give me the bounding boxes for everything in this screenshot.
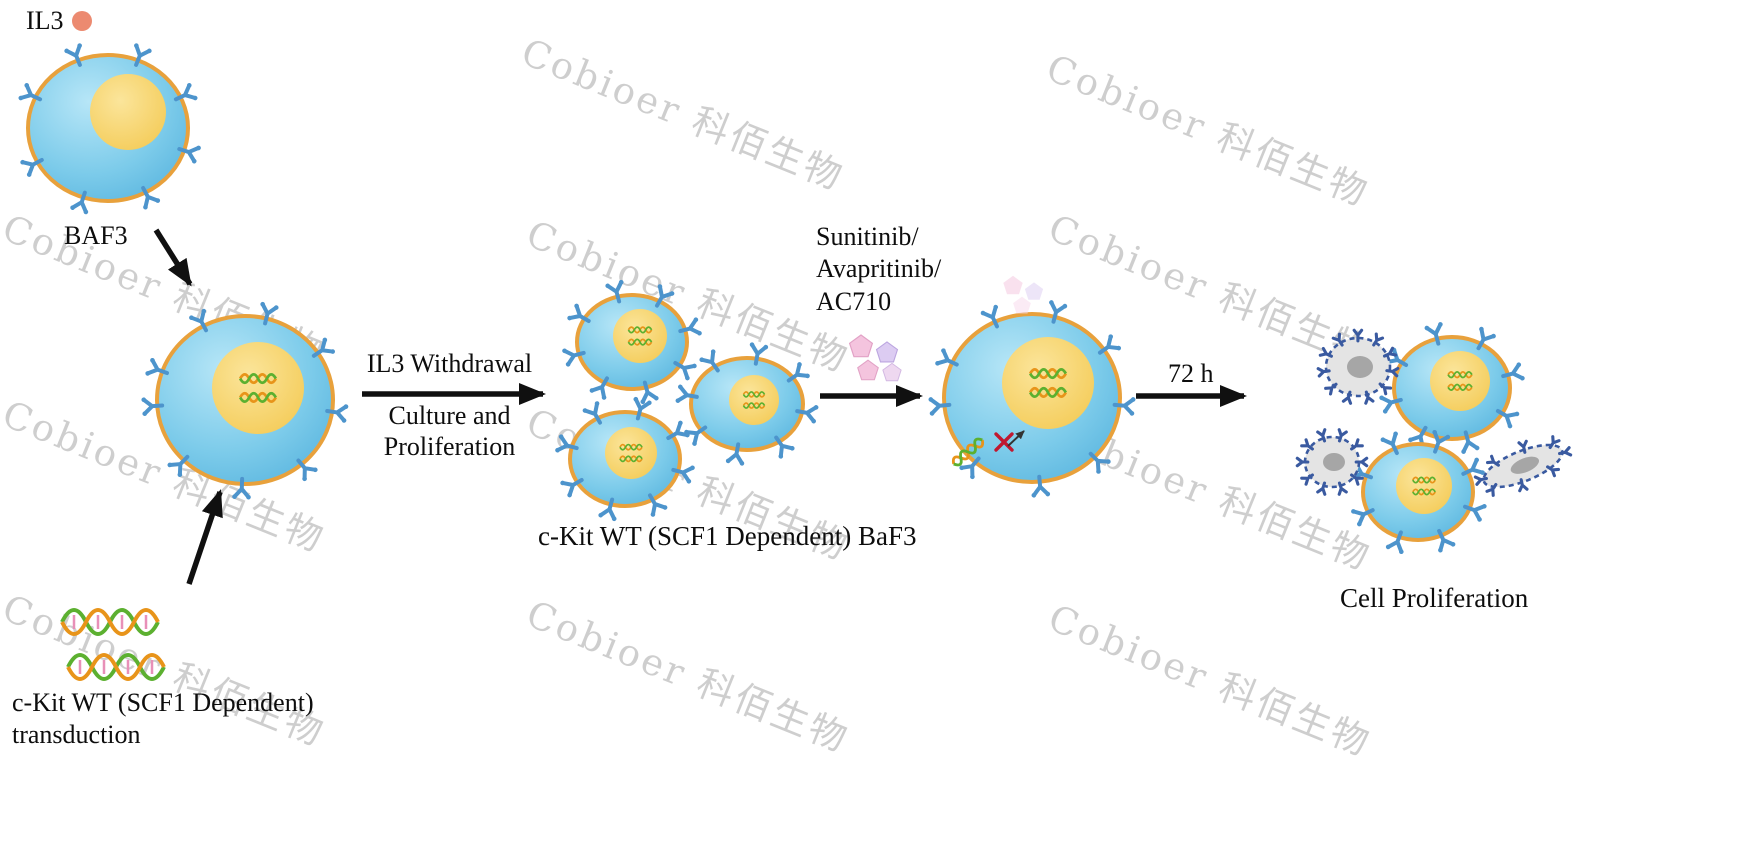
cell-nucleus [212, 342, 304, 434]
pentagon-molecule-icon [848, 334, 874, 358]
drug-molecules [848, 334, 902, 382]
arrow-dna-to-transduced-icon [186, 489, 223, 585]
cell-nucleus [613, 309, 667, 363]
apoptotic-cell-1 [1316, 328, 1400, 405]
dying-cell-nucleus [1510, 456, 1540, 474]
transduction-label-line1: c-Kit WT (SCF1 Dependent) [12, 688, 314, 717]
result-cell-1 [1376, 319, 1528, 457]
transduced-cell [139, 299, 351, 499]
red-x-icon [994, 432, 1014, 452]
dna-helix-icon [60, 608, 160, 636]
drug-label-line2: Avapritinib/ [816, 254, 942, 283]
time-label: 72 h [1168, 359, 1214, 388]
pentagon-molecule-icon [875, 341, 899, 363]
cell-nucleus [90, 74, 166, 150]
cells-layer [15, 40, 1573, 557]
pentagon-molecule-icon [1024, 282, 1044, 300]
il3-withdrawal-label: IL3 Withdrawal [366, 349, 533, 378]
dna-transduction-graphic [60, 608, 166, 681]
pentagon-molecule-icon [882, 362, 902, 382]
cell-nucleus [605, 427, 657, 479]
pentagon-molecule-icon [1003, 275, 1023, 295]
inhibition-mark [949, 430, 1025, 469]
cell-nucleus [1430, 351, 1490, 411]
arrows [153, 228, 1247, 585]
dna-helix-icon [66, 653, 166, 681]
dying-cell-nucleus [1347, 356, 1373, 378]
treated-cell [926, 297, 1138, 500]
cluster-cell-2 [673, 340, 821, 468]
apoptotic-cell-3 [1473, 435, 1573, 497]
cluster-cell-1 [559, 277, 705, 407]
drug-label-line1: Sunitinib/ [816, 222, 919, 251]
cell-nucleus [1002, 337, 1094, 429]
drug-label-line3: AC710 [816, 287, 892, 316]
cell-proliferation-label: Cell Proliferation [1340, 583, 1529, 613]
arrow-baf3-to-transduced-icon [153, 228, 193, 287]
cluster-cell-3 [552, 394, 698, 524]
ckit-baf3-label: c-Kit WT (SCF1 Dependent) BaF3 [538, 521, 917, 551]
transduction-label-line2: transduction [12, 720, 141, 749]
drug-molecules-faded [1003, 275, 1044, 314]
pentagon-molecule-icon [857, 359, 879, 381]
culture-label-line1: Culture and [388, 401, 511, 430]
result-cell-2 [1346, 427, 1490, 557]
dying-cell-nucleus [1323, 453, 1345, 471]
cell-nucleus [729, 375, 779, 425]
culture-label-line2: Proliferation [383, 432, 516, 461]
apoptotic-cell-2 [1295, 428, 1369, 496]
baf3-cell [15, 40, 204, 217]
baf3-label: BAF3 [64, 221, 128, 250]
cell-nucleus [1396, 458, 1452, 514]
small-arrow-icon [1007, 430, 1025, 447]
il3-label: IL3 [26, 6, 64, 35]
il3-dot-icon [72, 11, 92, 31]
